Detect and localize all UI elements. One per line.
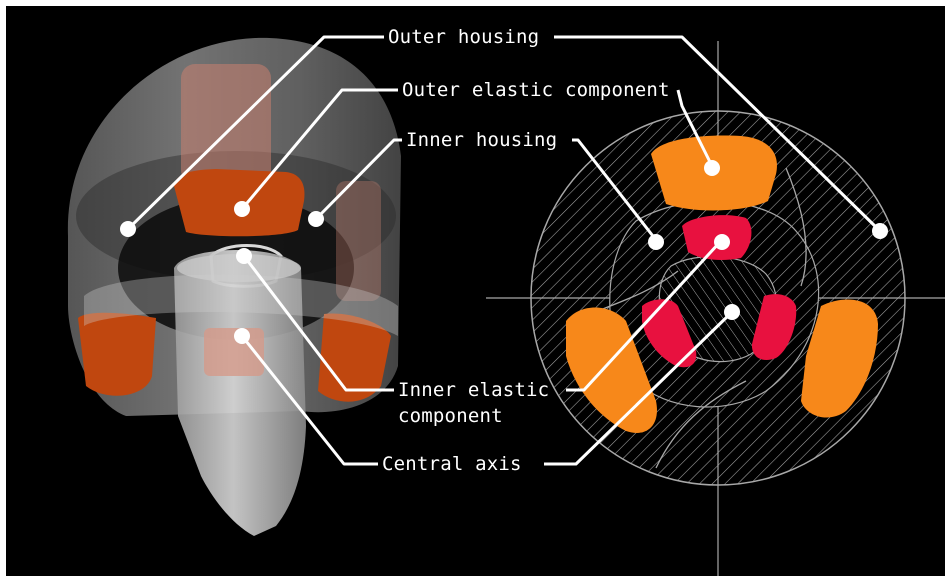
label-inner-elastic-line2: component	[398, 404, 503, 428]
callout-dot-inner-housing-right	[648, 234, 664, 250]
callout-dot-outer-housing-left	[120, 221, 136, 237]
outer-elastic-block-left	[78, 313, 156, 396]
label-central-axis: Central axis	[382, 452, 522, 476]
callout-dot-outer-housing-right	[872, 223, 888, 239]
label-outer-housing: Outer housing	[388, 25, 539, 49]
rear-rubber-block-right	[336, 181, 381, 301]
callout-dot-central-axis-right	[724, 304, 740, 320]
label-inner-housing: Inner housing	[406, 128, 557, 152]
label-outer-elastic-component: Outer elastic component	[402, 78, 670, 102]
callout-dot-central-axis-left	[234, 328, 250, 344]
callout-dot-inner-housing-left	[308, 211, 324, 227]
3d-model	[68, 38, 401, 536]
callout-dot-inner-elastic-right	[714, 234, 730, 250]
callout-dot-outer-elastic-left	[234, 201, 250, 217]
callout-dot-inner-elastic-left	[236, 248, 252, 264]
diagram-frame: Outer housing Outer elastic component In…	[6, 6, 945, 576]
rear-rubber-block	[181, 64, 271, 184]
callout-dot-outer-elastic-right	[704, 160, 720, 176]
label-inner-elastic-line1: Inner elastic	[398, 378, 549, 402]
cross-section	[486, 41, 945, 576]
